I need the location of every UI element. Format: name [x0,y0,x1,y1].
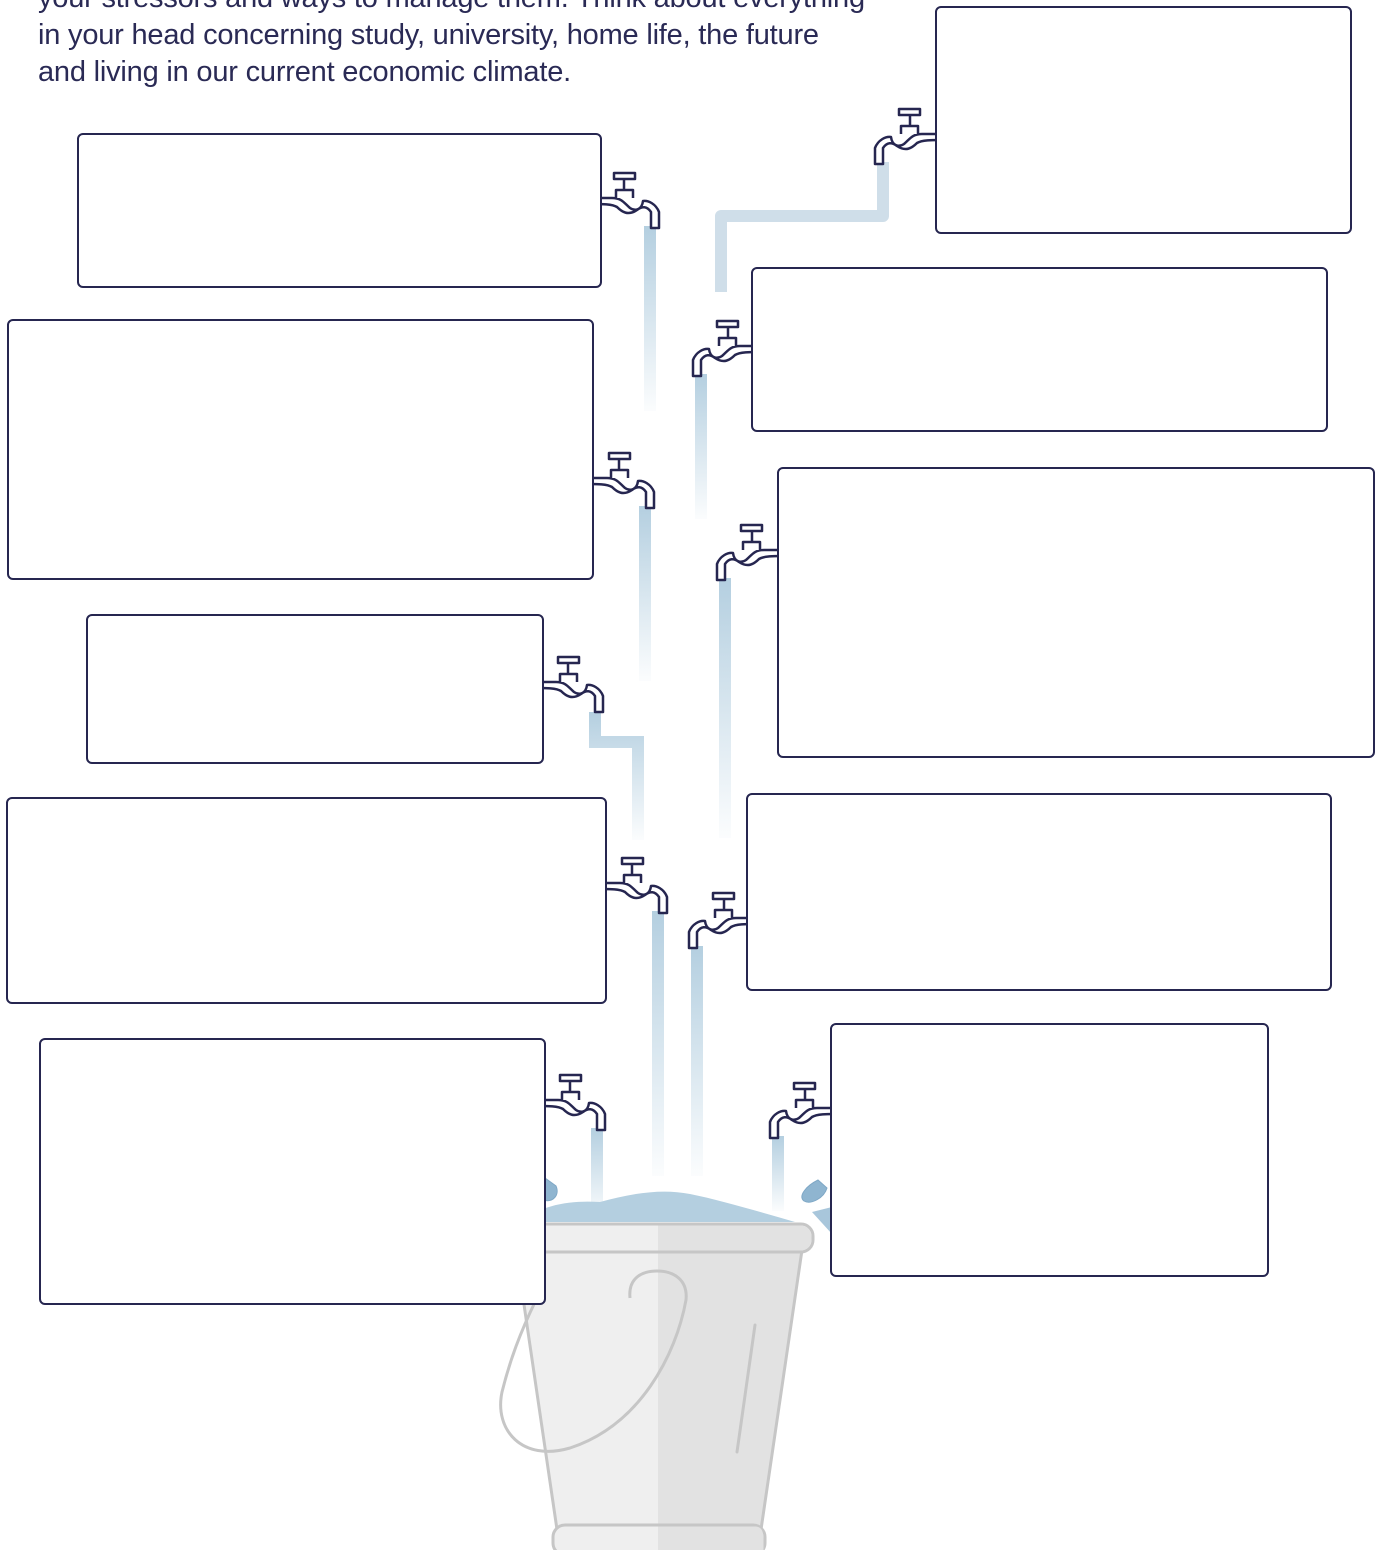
water-stream [695,374,707,519]
stressor-input[interactable] [9,321,592,578]
stressor-input[interactable] [753,269,1326,430]
water-splash [522,1192,795,1222]
water-stream [639,506,651,681]
tap-icon [537,657,603,712]
stressor-box-right-3[interactable] [777,467,1375,758]
bucket-rim-shade [658,1226,812,1251]
tap-icon [588,453,654,508]
stressor-box-right-1[interactable] [935,6,1352,234]
water-droplet-icon [802,1180,827,1202]
stressor-input[interactable] [832,1025,1267,1275]
stressor-input[interactable] [937,8,1350,232]
tap-icon [770,1083,836,1138]
stressor-input[interactable] [8,799,605,1002]
water-stream [691,946,703,1176]
water-stream [772,1136,784,1211]
stressor-input[interactable] [41,1040,544,1303]
stressor-box-right-2[interactable] [751,267,1328,432]
bucket-icon [501,1178,836,1550]
water-stream [644,226,656,411]
bucket-base-shade [658,1527,764,1550]
stressor-box-left-2[interactable] [7,319,594,580]
tap-icon [601,858,667,913]
stressor-input[interactable] [88,616,542,762]
stressor-box-left-3[interactable] [86,614,544,764]
tap-icon [693,321,759,376]
tap-icon [539,1075,605,1130]
stressor-input[interactable] [79,135,600,286]
tap-icon [717,525,783,580]
tap-icon [593,173,659,228]
stressor-box-right-5[interactable] [830,1023,1269,1277]
tap-icon [875,109,941,164]
stressor-box-right-4[interactable] [746,793,1332,991]
stressor-box-left-1[interactable] [77,133,602,288]
stressor-input[interactable] [779,469,1373,756]
stressor-box-left-4[interactable] [6,797,607,1004]
water-stream [719,578,731,838]
stressor-box-left-5[interactable] [39,1038,546,1305]
stressor-input[interactable] [748,795,1330,989]
water-stream [652,911,664,1176]
